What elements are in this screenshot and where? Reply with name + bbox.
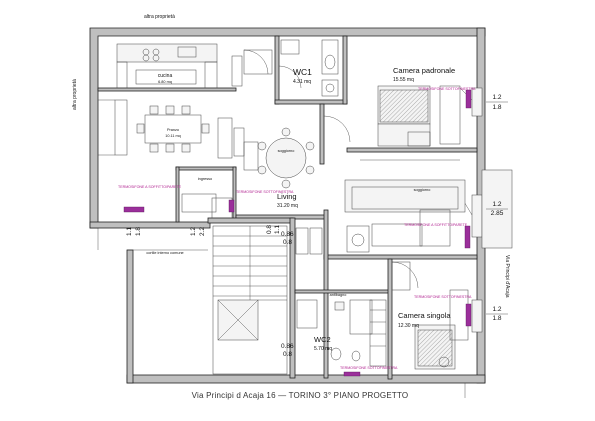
dim-4: 2.85: [491, 210, 504, 217]
dim-10: 2.2: [199, 227, 206, 236]
heater-6: [343, 371, 361, 377]
heater-note-2: TERMOSIFONE SOTTOFINESTRA: [236, 190, 294, 194]
heater-note-6: TERMOSIFONE SOTTOFINESTRA: [340, 366, 398, 370]
wc2-area: 5.70 mq: [314, 346, 332, 352]
antibagno-label: antibagno: [330, 293, 347, 297]
round-table: soggiorno: [243, 115, 351, 189]
living-area: 31.20 mq: [277, 203, 298, 209]
dim-9: 1.2: [190, 227, 197, 236]
heater-4: [464, 225, 471, 249]
soggiorno-label-2: soggiorno: [414, 188, 431, 192]
left-neighbor-label: altra proprietà: [72, 79, 78, 110]
single-bedroom: Camera singola 12.30 mq: [391, 261, 469, 370]
dim-11: 0.8: [266, 225, 273, 234]
interior-walls: [97, 35, 478, 380]
heater-note-4: TERMOSIFONE A SOFFITTO/PARETE: [404, 223, 468, 227]
dim-7: 1.1: [126, 227, 133, 236]
living: Living 31.20 mq: [277, 192, 323, 255]
top-neighbor-label: altra proprietà: [144, 14, 175, 20]
soggiorno-label-1: soggiorno: [278, 149, 295, 153]
heater-2: [228, 199, 235, 213]
heater-note-1: TERMOSIFONE A SOFFITTO/PARETE: [118, 185, 182, 189]
master-bedroom-label: Camera padronale: [393, 66, 455, 75]
dim-16: 0.8: [283, 351, 292, 358]
single-bedroom-area: 12.30 mq: [398, 323, 419, 329]
heaters: TERMOSIFONE A SOFFITTO/PARETE TERMOSIFON…: [118, 87, 476, 377]
dim-5: 1.2: [492, 306, 501, 313]
dim-15: 0.86: [281, 343, 294, 350]
heater-note-5: TERMOSIFONE SOTTOFINESTRA: [414, 295, 472, 299]
dim-3: 1.2: [492, 201, 501, 208]
dim-6: 1.8: [492, 315, 501, 322]
courtyard: cortile interno comune: [97, 228, 208, 255]
wc1: WC1 4.31 mq: [278, 39, 339, 97]
dining-label: Pranzo: [167, 128, 179, 132]
street-label: Via Principi d'Acaja: [504, 255, 510, 298]
heater-3: [465, 89, 472, 109]
heater-5: [465, 303, 472, 327]
single-bedroom-label: Camera singola: [398, 311, 451, 320]
dining-area: 10.11 mq: [165, 134, 181, 138]
plan-footer: Via Principi d Acaja 16 — TORINO 3° PIAN…: [192, 391, 409, 400]
dim-14: 0.8: [283, 239, 292, 246]
staircase: [212, 225, 288, 375]
dim-1: 1.2: [492, 94, 501, 101]
dining-room: Pranzo 10.11 mq: [98, 99, 245, 159]
dim-2: 1.8: [492, 104, 501, 111]
heater-note-3: TERMOSIFONE SOTTOFINESTRA: [418, 87, 476, 91]
kitchen-area: 6.80 mq: [158, 80, 172, 84]
wc1-area: 4.31 mq: [293, 79, 311, 85]
living-label: Living: [277, 192, 297, 201]
kitchen-label: cucina: [158, 73, 173, 79]
wc2: antibagno WC2 5.70 mq: [296, 293, 387, 367]
wc2-label: WC2: [314, 335, 331, 344]
dim-13: 0.86: [281, 231, 294, 238]
courtyard-label: cortile interno comune: [146, 251, 183, 255]
kitchen: cucina 6.80 mq: [116, 43, 273, 89]
heater-1: [123, 206, 145, 213]
entrance-label: ingresso: [198, 177, 212, 181]
dimensions: 1.2 1.8 1.2 2.85 1.2 1.8 1.1 1.8 1.2 2.2…: [126, 94, 508, 358]
wc1-label: WC1: [293, 67, 312, 77]
master-bedroom-area: 15.55 mq: [393, 77, 414, 83]
living-sofa-area: soggiorno: [344, 159, 466, 253]
dim-8: 1.8: [135, 227, 142, 236]
dim-12: 1.1: [274, 225, 281, 234]
entrance: ingresso: [181, 177, 233, 219]
master-bedroom: Camera padronale 15.55 mq: [360, 66, 461, 153]
